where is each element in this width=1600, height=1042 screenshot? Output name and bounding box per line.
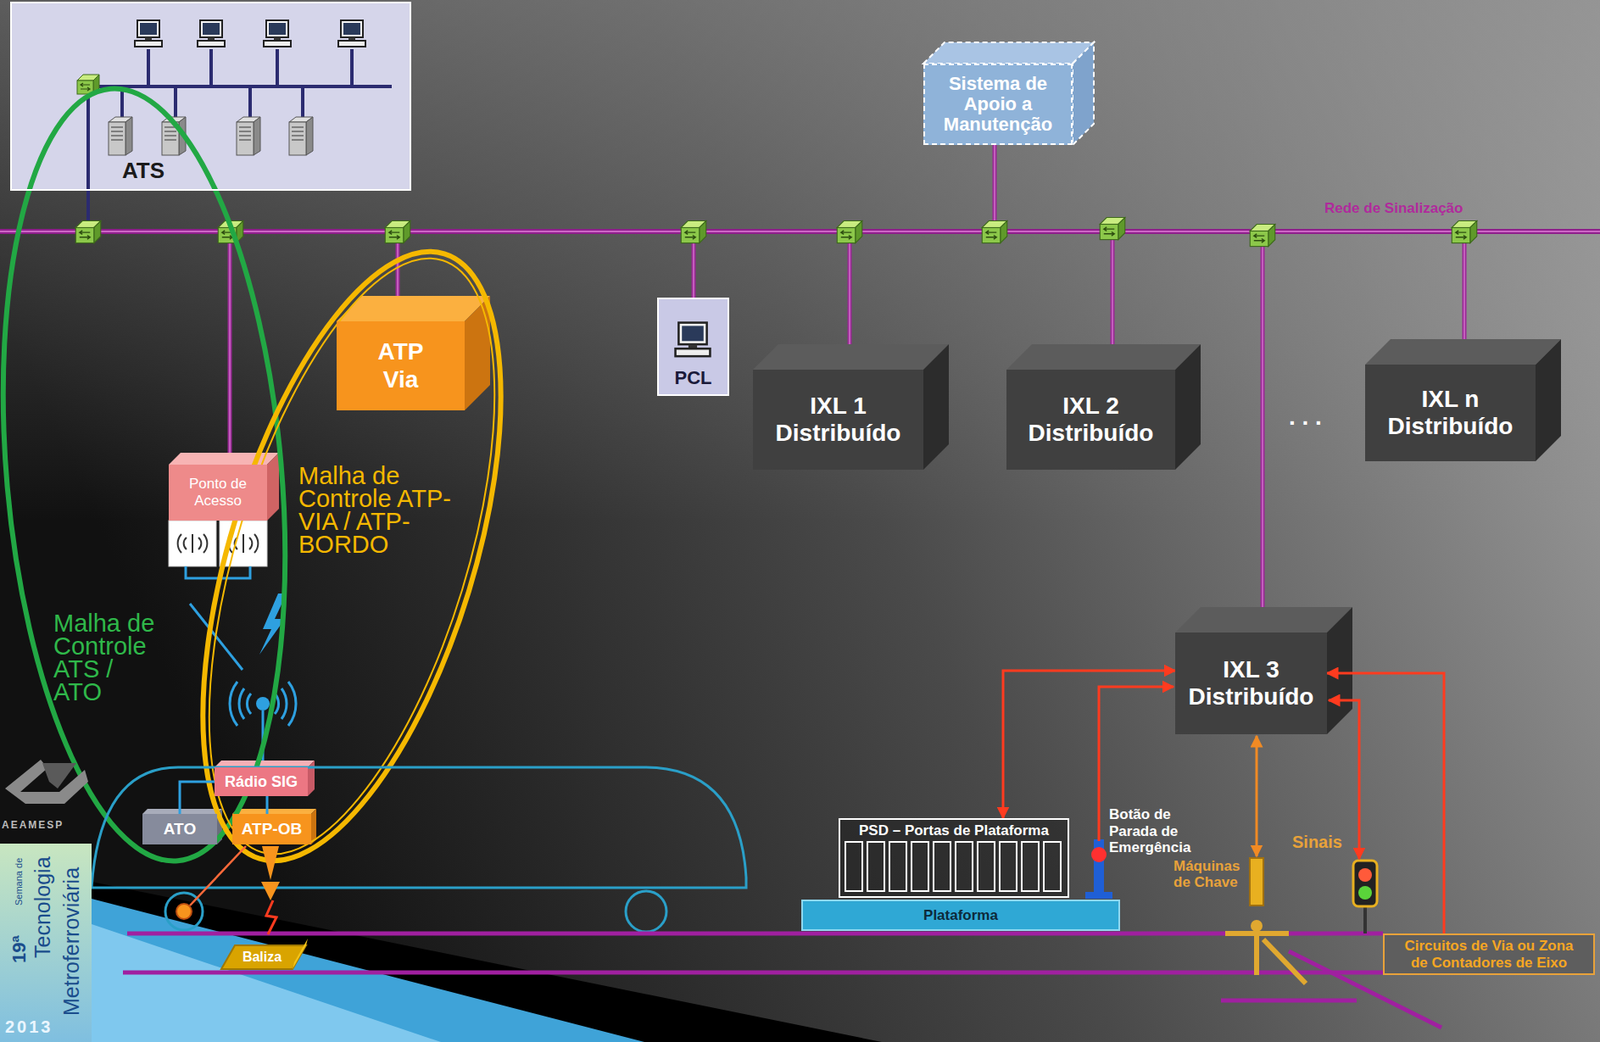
connector <box>266 796 269 814</box>
radio-box: Rádio SIG <box>214 767 308 797</box>
ellipsis-label: . . . <box>1288 403 1322 431</box>
node-text: IXL 3 Distribuído <box>1181 656 1322 711</box>
equipment-box: ATP Via <box>336 321 465 411</box>
device-label: Botão de Parada de Emergência <box>1109 806 1205 857</box>
workstation-box: PCL <box>657 297 730 396</box>
node-text: Sistema de Apoio a Manutenção <box>930 73 1066 136</box>
logo-text: Semana de <box>13 858 24 906</box>
access-point-box: Ponto de Acesso <box>168 464 268 521</box>
node-text: Plataforma <box>923 907 998 925</box>
node-text: ATO <box>163 819 196 839</box>
loop-label: Malha de Controle ATP-VIA / ATP-BORDO <box>298 464 460 557</box>
node-text: IXL n Distribuído <box>1374 385 1528 441</box>
interlocking-box: IXL 2 Distribuído <box>1006 369 1176 470</box>
node-text: IXL 1 Distribuído <box>762 392 915 447</box>
onboard-box: ATO <box>142 813 218 845</box>
device-label: Máquinas de Chave <box>1173 858 1250 891</box>
node-text: Baliza <box>242 949 282 965</box>
network-label: Rede de Sinalização <box>1324 200 1463 218</box>
logo-text: 19ª <box>8 935 31 964</box>
logo-text: Tecnologia <box>30 856 56 959</box>
node-text: Circuitos de Via ou Zona de Contadores d… <box>1394 937 1584 971</box>
node-text: PCL <box>674 367 713 390</box>
logo-text: 2013 <box>5 1017 54 1037</box>
connector <box>1326 673 1444 934</box>
interlocking-box: IXL 1 Distribuído <box>752 369 924 470</box>
logo-text: AEAMESP <box>1 819 64 831</box>
interlocking-box: IXL n Distribuído <box>1365 364 1536 462</box>
node-text: ATP Via <box>367 338 435 393</box>
track-circuit-box: Circuitos de Via ou Zona de Contadores d… <box>1382 933 1595 976</box>
platform-band: Plataforma <box>801 899 1121 932</box>
node-text: ATS <box>122 157 165 184</box>
node-text: Rádio SIG <box>224 773 298 792</box>
node-text: Ponto de Acesso <box>178 475 257 511</box>
dashed-box: Sistema de Apoio a Manutenção <box>923 63 1073 145</box>
interlocking-box: IXL 3 Distribuído <box>1175 632 1327 735</box>
device-label: Sinais <box>1292 832 1343 853</box>
connector <box>1003 670 1176 819</box>
loop-label: Malha de Controle ATS / ATO <box>53 612 162 704</box>
node-text: IXL 2 Distribuído <box>1014 392 1168 447</box>
platform-doors-box: PSD – Portas de Plataforma <box>838 818 1070 898</box>
node-text: ATP-OB <box>241 819 302 839</box>
onboard-box: ATP-OB <box>232 813 312 845</box>
logo-text: Metroferroviária <box>59 867 84 1016</box>
system-panel: ATS <box>10 1 412 191</box>
balise-box: Baliza <box>224 945 300 970</box>
connector <box>179 781 215 814</box>
node-text: PSD – Portas de Plataforma <box>858 822 1049 840</box>
